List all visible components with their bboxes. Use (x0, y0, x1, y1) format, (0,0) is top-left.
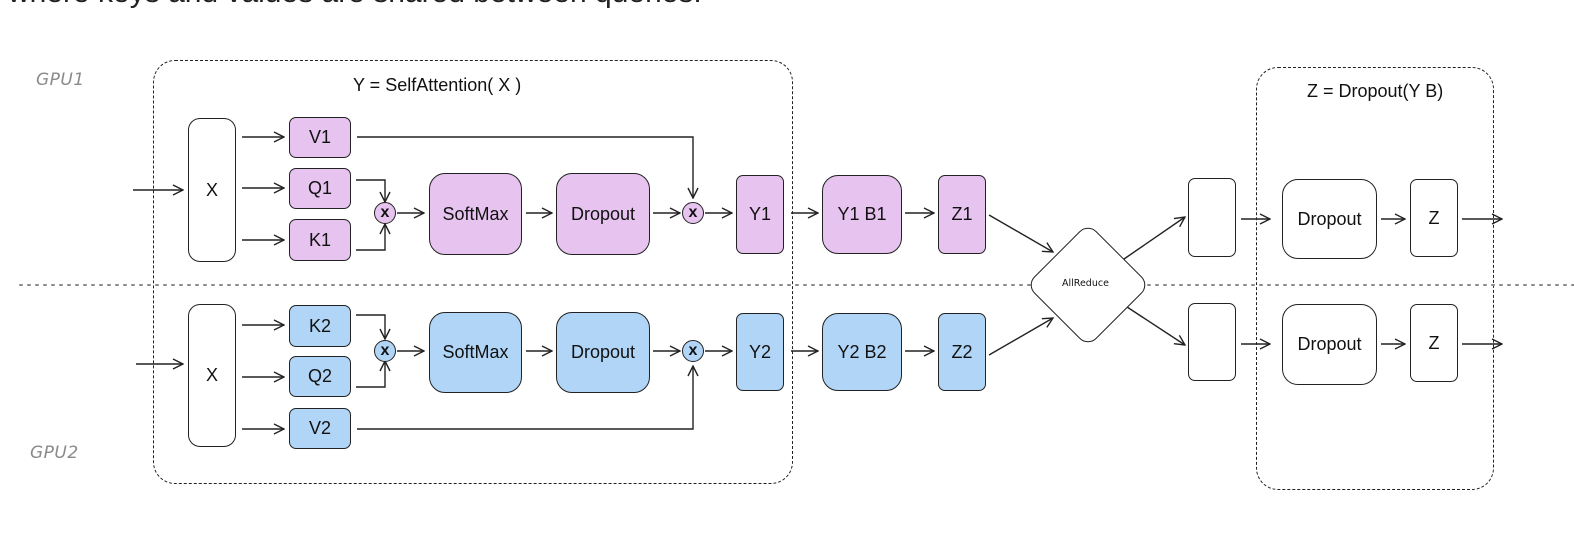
gpu1-input-x: X (188, 118, 236, 262)
self-attention-frame (153, 60, 793, 484)
gpu2-output-dropout: Dropout (1282, 304, 1377, 385)
gpu2-matmul-v: x (682, 340, 704, 362)
gpu2-dropout: Dropout (556, 312, 650, 393)
gpu1-y1-b1: Y1 B1 (822, 175, 902, 254)
gpu2-matmul-qk: x (374, 340, 396, 362)
header-text: where keys and values are shared between… (8, 0, 702, 10)
gpu1-matmul-v: x (682, 202, 704, 224)
gpu2-q2: Q2 (289, 356, 351, 397)
gpu1-y1: Y1 (736, 175, 784, 254)
gpu2-v2: V2 (289, 408, 351, 449)
gpu1-v1: V1 (289, 117, 351, 158)
gpu2-k2: K2 (289, 305, 351, 347)
gpu1-output-z: Z (1410, 179, 1458, 257)
gpu2-softmax: SoftMax (429, 312, 522, 393)
gpu1-arrows (133, 137, 1502, 260)
gpu1-q1: Q1 (289, 168, 351, 209)
gpu2-input-x: X (188, 304, 236, 447)
gpu1-matmul-qk: x (374, 202, 396, 224)
gpu2-label: GPU2 (30, 443, 79, 463)
gpu1-reduced-output (1188, 178, 1236, 257)
gpu2-reduced-output (1188, 303, 1236, 381)
allreduce-label: AllReduce (1062, 278, 1109, 289)
gpu1-label: GPU1 (36, 70, 85, 90)
gpu2-arrows (136, 304, 1502, 429)
gpu2-z2: Z2 (938, 313, 986, 391)
gpu1-dropout: Dropout (556, 173, 650, 255)
gpu1-softmax: SoftMax (429, 173, 522, 255)
self-attention-title: Y = SelfAttention( X ) (353, 75, 522, 95)
gpu1-output-dropout: Dropout (1282, 179, 1377, 259)
dropout-frame (1256, 67, 1494, 490)
gpu1-z1: Z1 (938, 175, 986, 254)
gpu1-k1: K1 (289, 219, 351, 261)
dropout-title: Z = Dropout(Y B) (1307, 81, 1444, 101)
gpu2-y2: Y2 (736, 313, 784, 391)
gpu2-y2-b2: Y2 B2 (822, 313, 902, 391)
gpu2-output-z: Z (1410, 304, 1458, 382)
